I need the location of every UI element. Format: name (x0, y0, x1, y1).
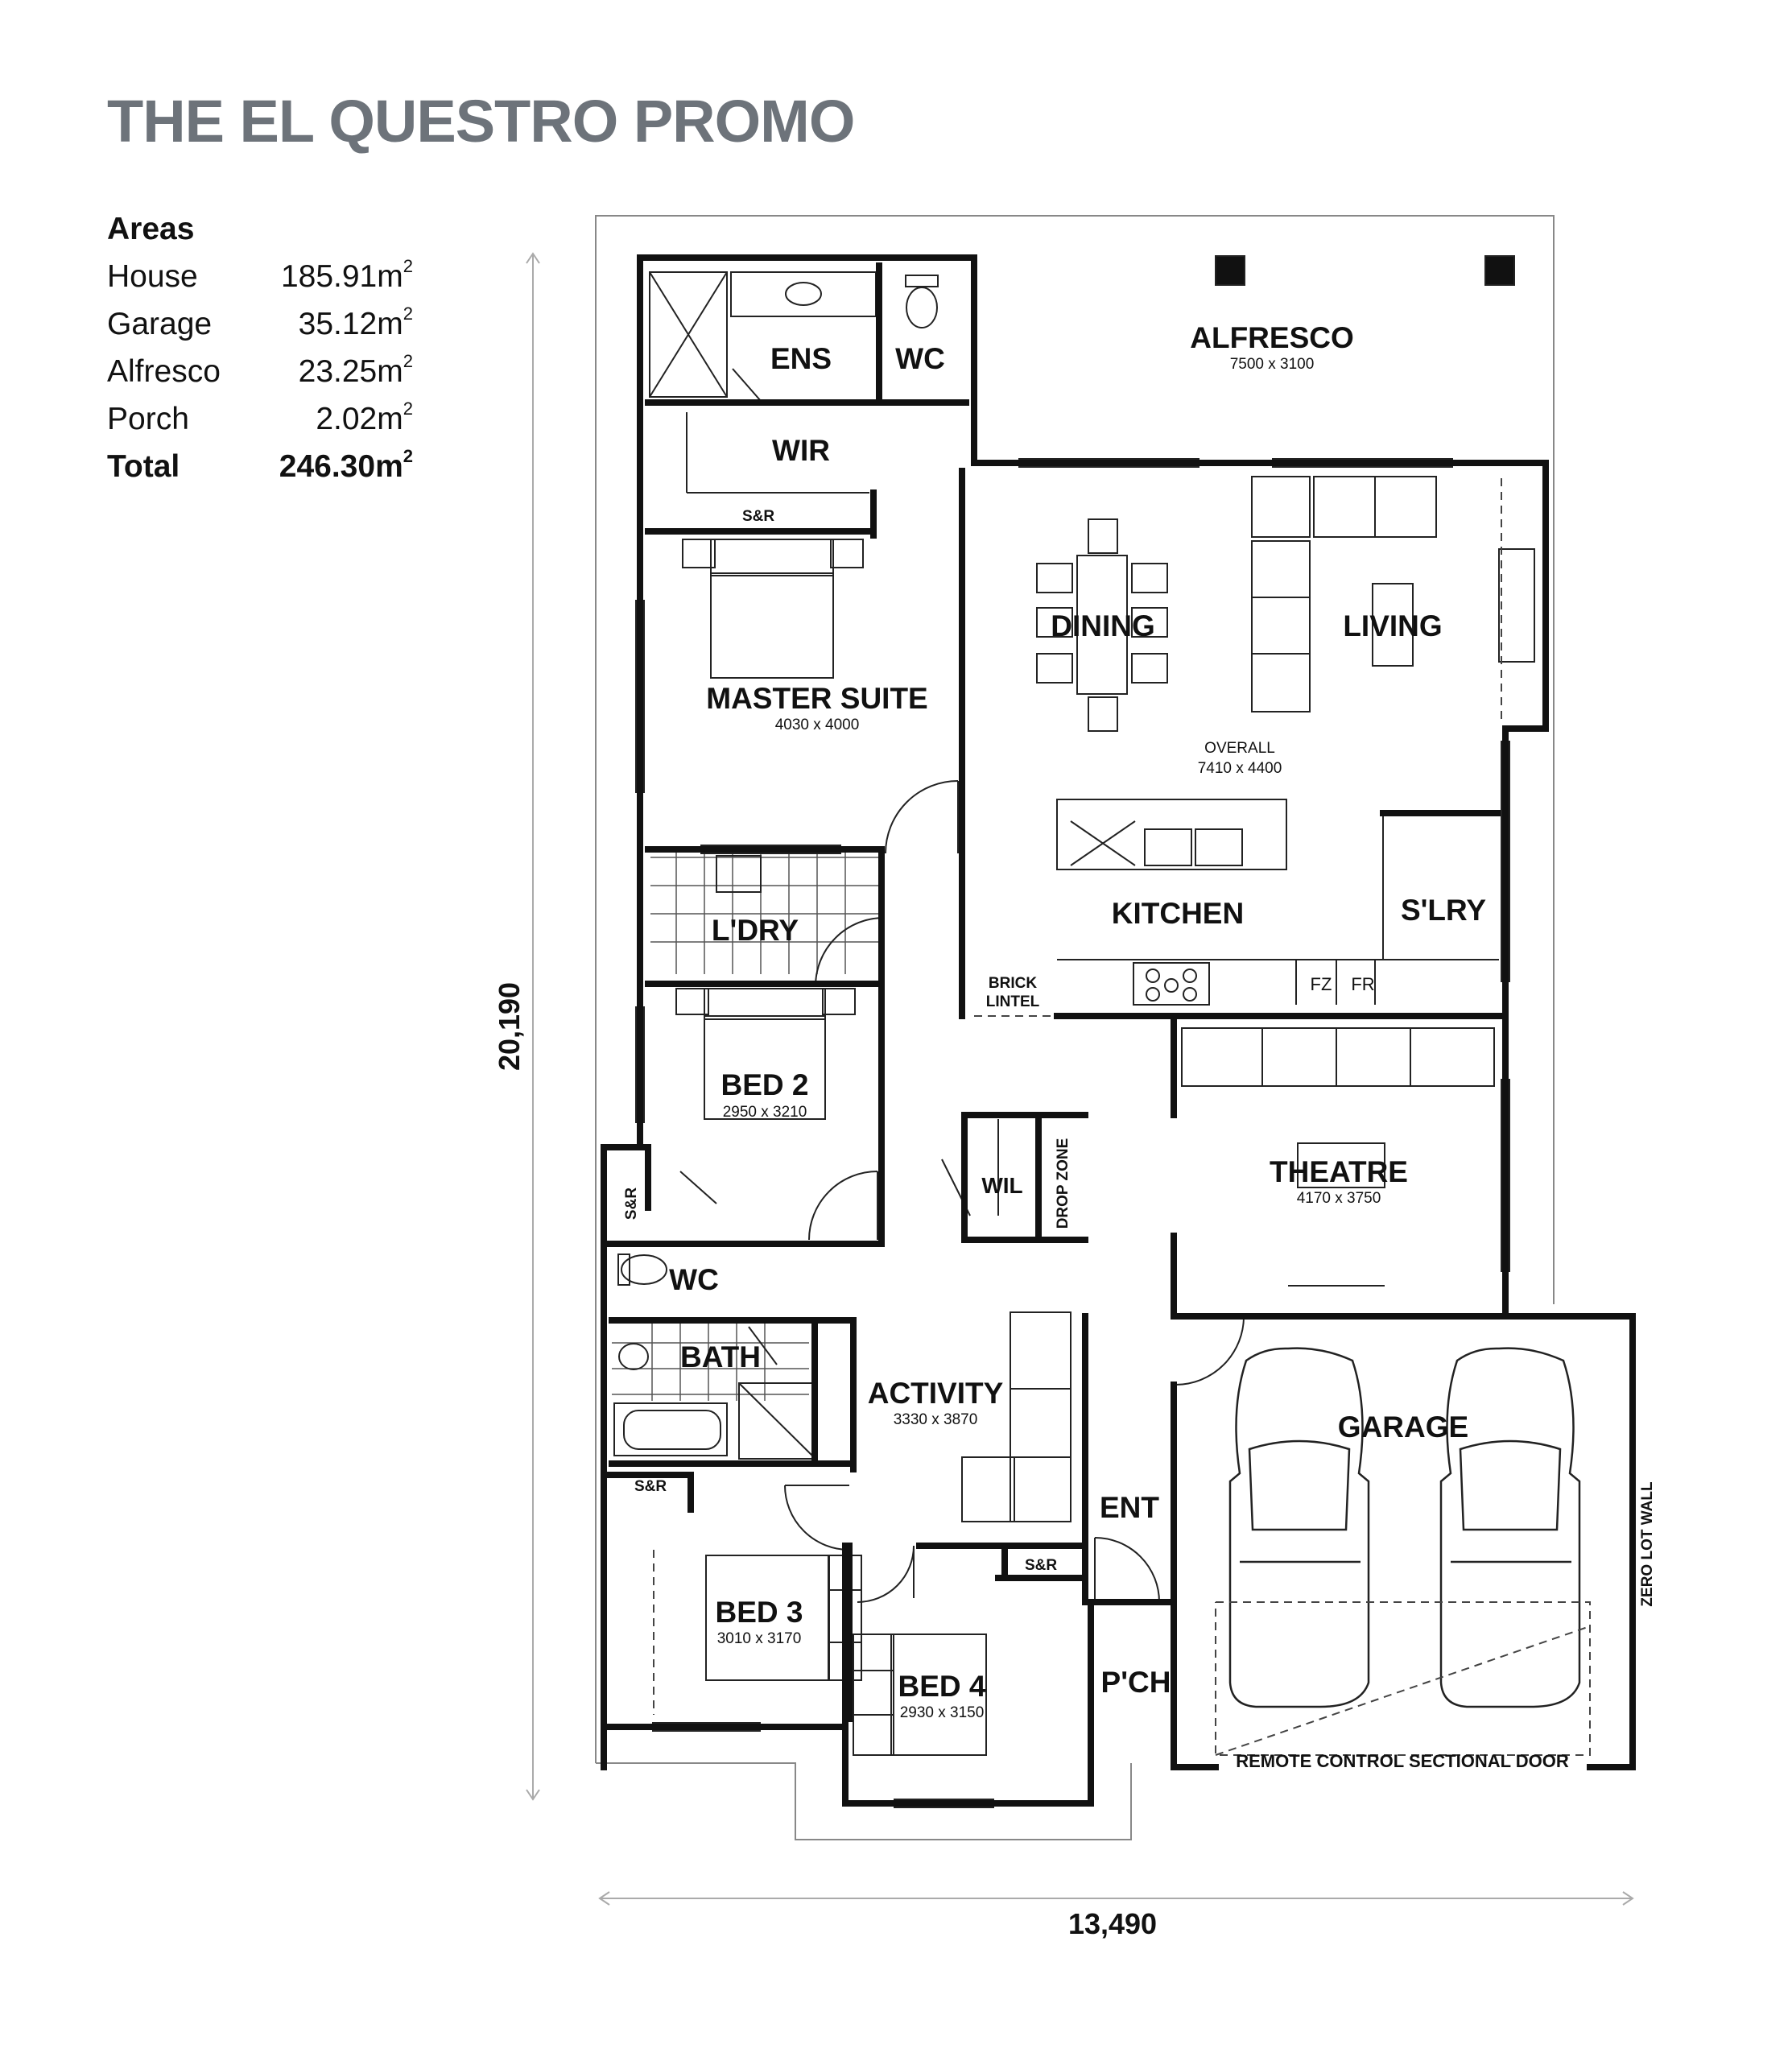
room-overall-size: 7410 x 4400 (1198, 760, 1282, 777)
room-ldry-name: L'DRY (712, 914, 799, 947)
car-left-icon (1228, 1347, 1370, 1708)
room-garage-name: GARAGE (1338, 1410, 1468, 1444)
area-label: Alfresco (107, 354, 221, 389)
dimension-width: 13,490 (1068, 1907, 1157, 1940)
room-alfresco-name: ALFRESCO (1190, 321, 1354, 354)
room-wc2-name: WC (669, 1263, 719, 1296)
room-overall-label: OVERALL (1204, 740, 1275, 757)
room-master-name: MASTER SUITE (706, 682, 927, 715)
room-bed4-size: 2930 x 3150 (900, 1704, 985, 1721)
page-title: THE EL QUESTRO PROMO (107, 88, 855, 155)
windows (635, 458, 1510, 1808)
room-master-size: 4030 x 4000 (775, 717, 860, 733)
room-activity-name: ACTIVITY (868, 1377, 1004, 1410)
room-porch-name: P'CH (1101, 1666, 1171, 1699)
room-bed3-sr: S&R (634, 1478, 667, 1495)
areas-heading: Areas (107, 212, 195, 246)
car-right-icon (1439, 1347, 1581, 1708)
room-bed3-size: 3010 x 3170 (717, 1630, 802, 1647)
area-label: Garage (107, 307, 213, 341)
area-row-house: House 185.91m2 (107, 253, 413, 300)
areas-table: Areas House 185.91m2 Garage 35.12m2 Alfr… (107, 205, 413, 490)
room-bath-name: BATH (680, 1340, 761, 1373)
area-row-garage: Garage 35.12m2 (107, 300, 413, 348)
site-outline (595, 215, 1555, 1840)
area-row-total: Total 246.30m2 (107, 443, 413, 490)
room-labels: ALFRESCO 7500 x 3100 ENS WC WIR S&R MAST… (623, 321, 1656, 1771)
dashed-lines (653, 478, 1591, 1756)
area-row-alfresco: Alfresco 23.25m2 (107, 348, 413, 395)
room-ens-name: ENS (770, 342, 832, 375)
area-value: 246.30m2 (279, 446, 413, 485)
garage-door-label: REMOTE CONTROL SECTIONAL DOOR (1236, 1751, 1569, 1771)
room-dining-name: DINING (1051, 609, 1155, 642)
room-wir-name: WIR (772, 434, 830, 467)
room-bed2-name: BED 2 (721, 1068, 809, 1101)
area-value: 185.91m2 (280, 256, 413, 295)
room-activity-size: 3330 x 3870 (894, 1411, 978, 1428)
room-wir-sr: S&R (742, 508, 774, 525)
room-ent-name: ENT (1100, 1491, 1159, 1524)
room-fz-name: FZ (1311, 974, 1332, 994)
area-value: 23.25m2 (298, 351, 413, 390)
area-row-porch: Porch 2.02m2 (107, 395, 413, 443)
dimension-lines (526, 252, 1634, 1906)
room-alfresco-size: 7500 x 3100 (1230, 356, 1315, 373)
area-label: Porch (107, 402, 189, 436)
room-bed4-name: BED 4 (898, 1670, 986, 1703)
area-label: Total (107, 449, 180, 484)
room-wil-name: WIL (981, 1173, 1022, 1198)
area-label: House (107, 259, 198, 294)
room-wc-ens-name: WC (895, 342, 945, 375)
room-theatre-size: 4170 x 3750 (1297, 1190, 1381, 1207)
furniture (612, 255, 1535, 1756)
room-bed2-size: 2950 x 3210 (723, 1104, 807, 1121)
room-bed3-name: BED 3 (716, 1596, 803, 1629)
dimension-depth: 20,190 (493, 982, 526, 1071)
walls (601, 254, 1636, 1807)
brick-lintel-line1: BRICK (989, 975, 1037, 992)
room-bed4-sr: S&R (1025, 1557, 1057, 1574)
brick-lintel-line2: LINTEL (986, 993, 1040, 1010)
room-bed2-sr: S&R (623, 1187, 640, 1220)
room-theatre-name: THEATRE (1270, 1155, 1408, 1188)
room-fr-name: FR (1351, 974, 1374, 994)
area-value: 2.02m2 (316, 399, 413, 437)
room-kitchen-name: KITCHEN (1112, 897, 1244, 930)
area-value: 35.12m2 (298, 304, 413, 342)
room-slry-name: S'LRY (1401, 894, 1486, 927)
room-dropzone-name: DROP ZONE (1055, 1138, 1071, 1229)
zero-lot-wall-label: ZERO LOT WALL (1639, 1481, 1656, 1607)
room-living-name: LIVING (1343, 609, 1442, 642)
